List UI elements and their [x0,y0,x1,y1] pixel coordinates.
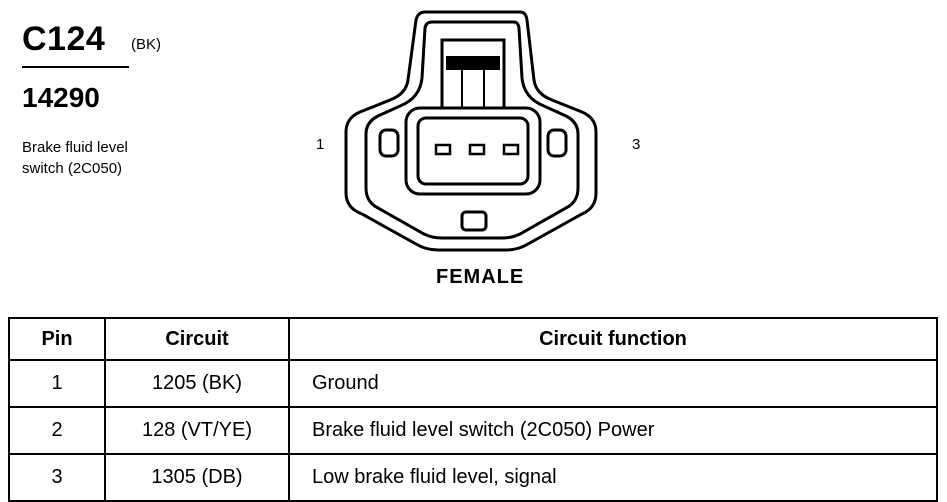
description-line-2: switch (2C050) [22,160,123,177]
cell-pin: 2 [8,406,106,455]
cell-circuit: 1305 (DB) [104,453,290,502]
connector-gender-label: FEMALE [436,266,525,288]
cell-pin: 1 [8,359,106,408]
terminal-cavity-inner [416,116,530,186]
pin-1-terminal [434,143,452,156]
table-header-row: Pin Circuit Circuit function [8,317,938,361]
header-circuit-function: Circuit function [288,317,938,361]
part-number: 14290 [22,82,100,113]
title-divider [22,66,129,68]
left-key [378,128,400,158]
terminal-cavity-outer [404,106,542,196]
description-line-1: Brake fluid level [22,139,128,156]
cell-circuit: 128 (VT/YE) [104,406,290,455]
connector-outer-housing [344,10,598,252]
header-circuit: Circuit [104,317,290,361]
connector-inner-outline [364,20,580,240]
right-key [546,128,568,158]
pin-3-label: 3 [632,136,641,153]
cell-function: Ground [288,359,938,408]
connector-id: C124 [22,20,106,58]
connector-color-code: (BK) [131,36,161,53]
table-row: 3 1305 (DB) Low brake fluid level, signa… [8,453,938,502]
connector-latch [440,38,506,110]
pin-1-label: 1 [316,136,325,153]
cell-circuit: 1205 (BK) [104,359,290,408]
connector-face-icon [344,10,598,252]
bottom-key [460,210,488,232]
pin-2-terminal [468,143,486,156]
pin-3-terminal [502,143,520,156]
cell-function: Low brake fluid level, signal [288,453,938,502]
connector-description: Brake fluid level switch (2C050) [22,137,182,179]
header-pin: Pin [8,317,106,361]
latch-bar [446,56,500,70]
table-row: 1 1205 (BK) Ground [8,359,938,408]
cell-function: Brake fluid level switch (2C050) Power [288,406,938,455]
table-row: 2 128 (VT/YE) Brake fluid level switch (… [8,406,938,455]
pinout-table: Pin Circuit Circuit function 1 1205 (BK)… [8,317,938,502]
cell-pin: 3 [8,453,106,502]
